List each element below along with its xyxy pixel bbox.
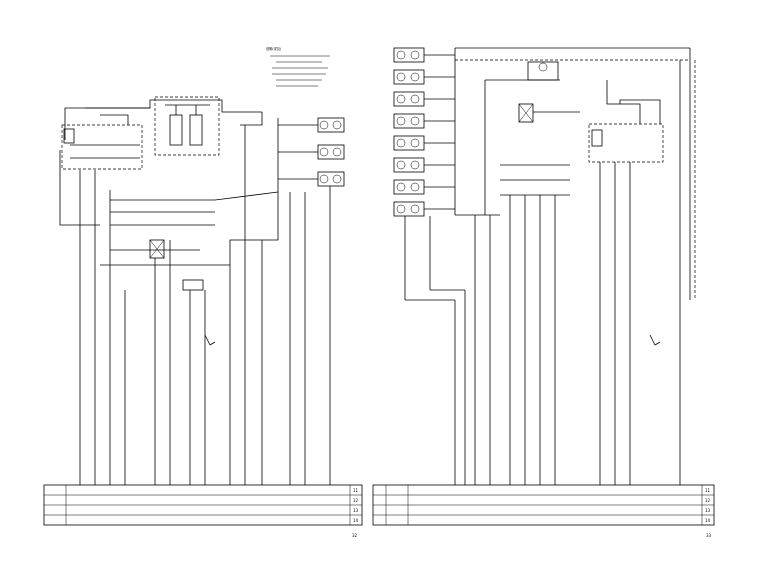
left-sheet: 说明(详见) <box>43 46 363 538</box>
right-equip-stack <box>393 47 455 217</box>
row-number-4: 14 <box>705 518 711 523</box>
right-page-number: 33 <box>706 533 712 538</box>
left-table: 11 12 13 14 <box>43 484 363 526</box>
left-page-number: 32 <box>352 533 358 538</box>
row-number-4: 14 <box>353 518 359 523</box>
left-notes: 说明(详见) <box>266 46 330 87</box>
left-equip-stack <box>277 117 345 192</box>
row-number-3: 13 <box>705 508 711 513</box>
row-number-1: 11 <box>705 488 711 493</box>
left-drop-lines <box>79 125 331 485</box>
upper-left-box <box>61 124 143 170</box>
mixing-box <box>149 239 165 259</box>
note-title: 说明(详见) <box>266 46 281 51</box>
row-number-1: 11 <box>353 488 359 493</box>
equipment-box <box>154 96 220 156</box>
row-number-3: 13 <box>353 508 359 513</box>
right-drop-lines <box>404 60 681 485</box>
mixing-box-right <box>518 103 534 123</box>
right-sensor <box>649 334 661 346</box>
right-dashed-box <box>588 123 664 163</box>
right-table: 11 12 13 14 <box>372 484 715 526</box>
left-sensor <box>204 334 216 346</box>
right-sheet: 11 12 13 14 33 <box>372 47 715 538</box>
row-number-2: 12 <box>353 498 359 503</box>
row-number-2: 12 <box>705 498 711 503</box>
